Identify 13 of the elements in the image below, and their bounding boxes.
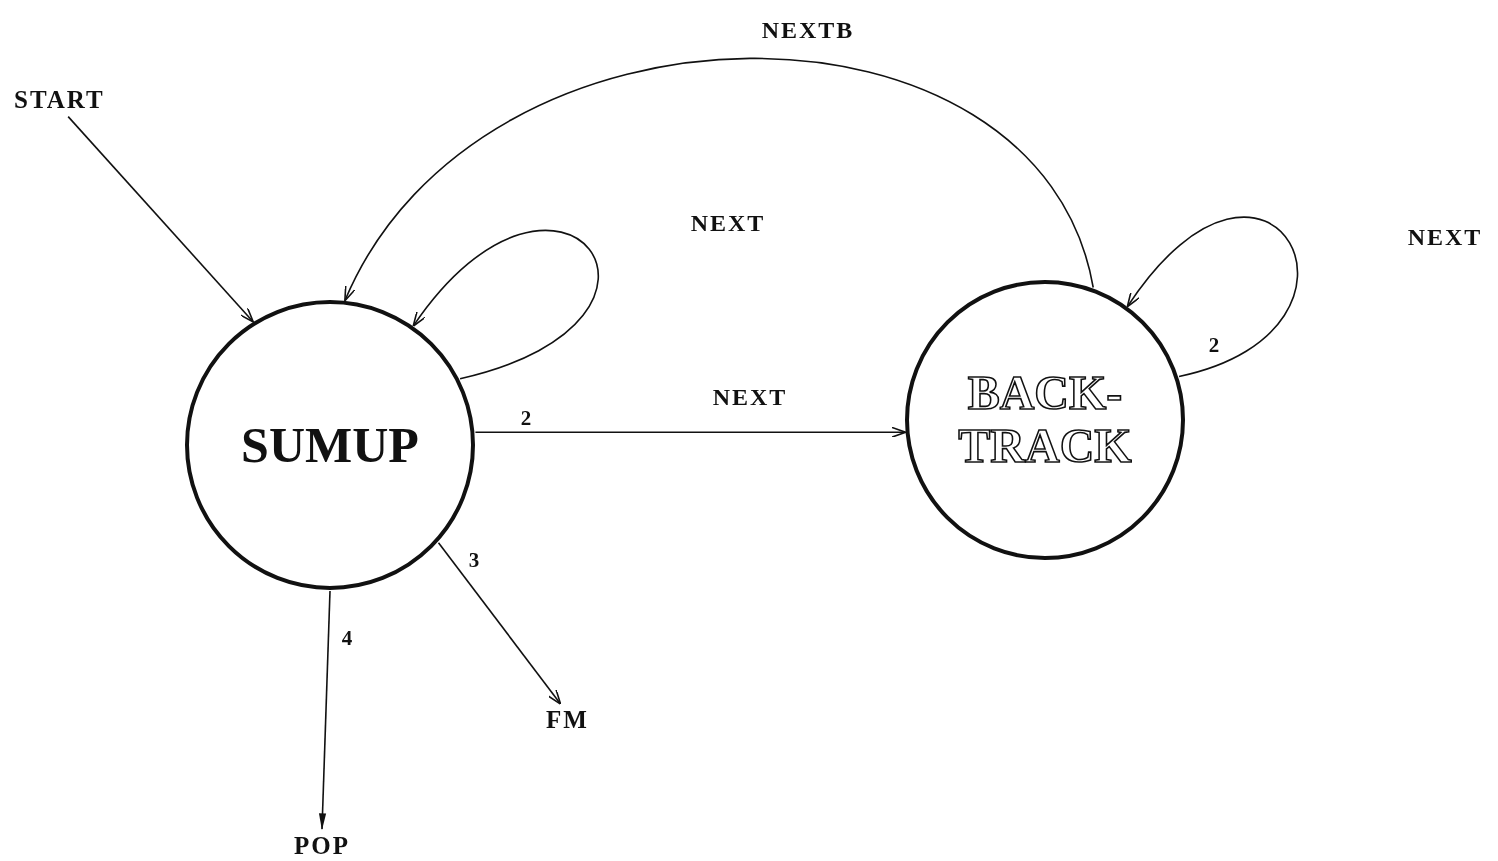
state-name: FM [546,706,589,734]
state-name: BACK- TRACK [957,367,1133,473]
transition-arrow [318,590,331,831]
state-name: SUMUP [241,416,419,474]
transition-arrow [1126,217,1298,378]
state-circle [905,280,1185,560]
state-name: POP [294,832,350,860]
transition-arrow [474,426,907,439]
transition-arrow [67,115,255,323]
transition-arrow [412,229,599,380]
transition-arrow [343,57,1094,302]
transition-arrow [437,541,562,705]
state-name: START [14,86,105,114]
